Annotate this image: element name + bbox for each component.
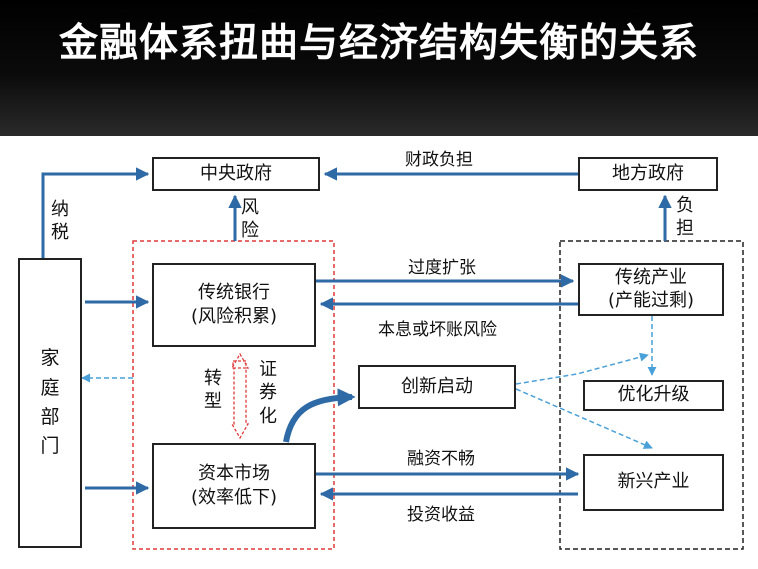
bad-debt-risk-label: 本息或坏账风险 bbox=[378, 320, 497, 340]
market-to-innovation-arrow bbox=[283, 388, 356, 443]
central-government-label: 中央政府 bbox=[200, 162, 272, 184]
central-government-node: 中央政府 bbox=[152, 157, 320, 191]
financing-blocked-label: 融资不畅 bbox=[407, 449, 475, 469]
burden-label: 负担 bbox=[676, 195, 694, 240]
traditional-bank-note: (风险积累) bbox=[190, 306, 278, 327]
tax-label: 纳税 bbox=[51, 199, 69, 244]
innovation-to-upgrade-dashed-arrow bbox=[515, 352, 649, 385]
local-government-label: 地方政府 bbox=[612, 162, 684, 184]
emerging-industry-node: 新兴产业 bbox=[583, 454, 724, 511]
capital-market-note: (效率低下) bbox=[190, 487, 278, 508]
page-title: 金融体系扭曲与经济结构失衡的关系 bbox=[58, 21, 699, 66]
innovation-start-label: 创新启动 bbox=[401, 375, 473, 397]
local-government-node: 地方政府 bbox=[578, 157, 718, 191]
relationship-diagram bbox=[41, 167, 744, 550]
investment-return-label: 投资收益 bbox=[407, 505, 475, 525]
household-label: 家庭部门 bbox=[40, 347, 60, 458]
transformation-double-arrow bbox=[230, 352, 250, 440]
tax-arrow bbox=[41, 167, 150, 258]
traditional-industry-note: (产能过剩) bbox=[607, 289, 695, 311]
traditional-bank-node: 传统银行 (风险积累) bbox=[152, 263, 316, 347]
traditional-industry-node: 传统产业 (产能过剩) bbox=[578, 263, 724, 316]
innovation-start-node: 创新启动 bbox=[358, 365, 516, 409]
transformation-label: 转型 bbox=[204, 368, 222, 413]
fiscal-burden-label: 财政负担 bbox=[405, 150, 473, 170]
optimize-upgrade-label: 优化升级 bbox=[617, 384, 690, 406]
over-expansion-label: 过度扩张 bbox=[408, 258, 476, 278]
industry-group-boundary bbox=[559, 240, 744, 550]
capital-market-name: 资本市场 bbox=[198, 462, 270, 484]
capital-market-node: 资本市场 (效率低下) bbox=[152, 443, 316, 529]
optimize-upgrade-node: 优化升级 bbox=[583, 380, 724, 411]
traditional-bank-name: 传统银行 bbox=[198, 281, 270, 303]
securitization-label: 证券化 bbox=[259, 359, 277, 427]
title-banner: 金融体系扭曲与经济结构失衡的关系 bbox=[0, 0, 758, 136]
risk-label: 风险 bbox=[241, 197, 259, 242]
emerging-industry-label: 新兴产业 bbox=[617, 471, 690, 493]
traditional-industry-name: 传统产业 bbox=[615, 267, 687, 288]
innovation-to-emerging-dashed-arrow bbox=[515, 388, 653, 449]
household-node: 家庭部门 bbox=[18, 258, 82, 548]
